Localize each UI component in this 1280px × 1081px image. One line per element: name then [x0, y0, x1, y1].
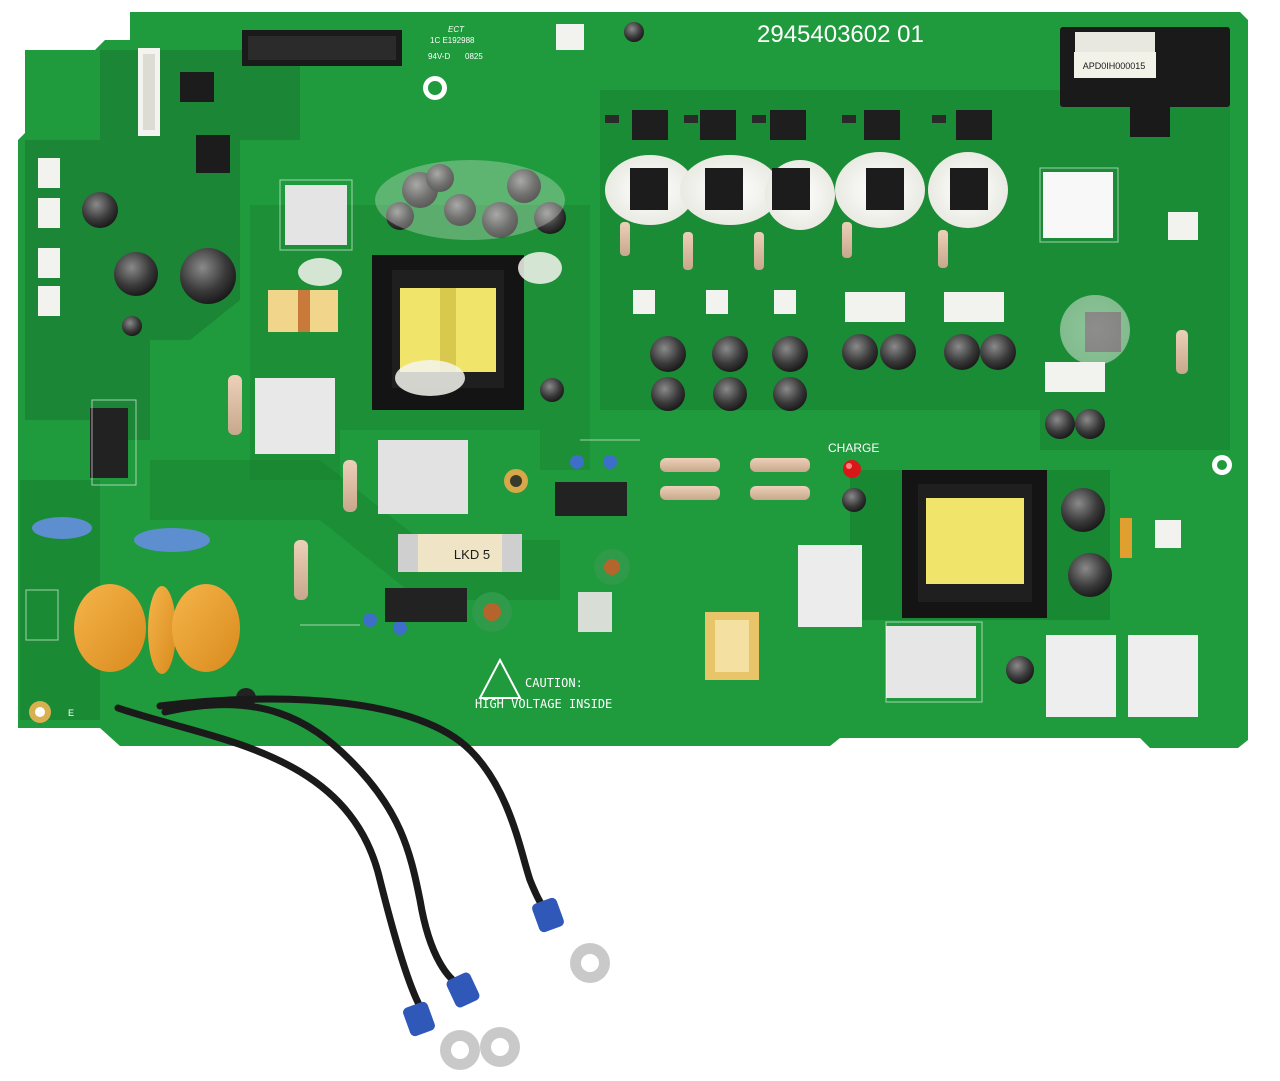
small-transformers [268, 290, 759, 680]
serial-sticker: APD0IH000015 [1083, 61, 1146, 71]
date-code: 0825 [465, 52, 483, 61]
transistor-row [605, 152, 1130, 365]
cert-label: ECT [448, 25, 465, 34]
part-number-silkscreen: 2945403602 01 [757, 21, 924, 48]
ring-terminals [403, 897, 610, 1070]
electrolytic-capacitors [82, 164, 1112, 684]
left-header [138, 48, 160, 136]
relay: APD0IH000015 [1060, 27, 1230, 137]
ribbon-header [242, 30, 402, 66]
inductors [472, 549, 630, 632]
fuse: LKD 5 [398, 534, 522, 572]
transformer-right [902, 470, 1047, 618]
cert-number: 1C E192988 [430, 36, 475, 45]
flammability-rating: 94V-D [428, 52, 450, 61]
caution-text: HIGH VOLTAGE INSIDE [475, 697, 612, 711]
fuse-label: LKD 5 [454, 547, 490, 562]
small-connector [556, 24, 584, 50]
ground-wires [114, 695, 552, 1014]
varistors [74, 584, 240, 674]
adhesive [298, 160, 565, 396]
small-capacitor [624, 22, 644, 42]
resistors [228, 222, 1188, 600]
mounting-holes [29, 76, 1232, 723]
gate-connectors [38, 158, 1198, 632]
driver-ic-row [605, 110, 992, 140]
film-capacitors [90, 408, 1132, 622]
caution-warning: CAUTION: HIGH VOLTAGE INSIDE [475, 657, 612, 711]
blue-capacitors [32, 455, 617, 635]
earth-label: E [68, 708, 74, 718]
caution-heading: CAUTION: [525, 676, 583, 690]
ic-chips-left [180, 72, 230, 173]
charge-led [843, 460, 861, 478]
charge-label: CHARGE [828, 441, 879, 455]
silkscreen-marks [25, 167, 1119, 703]
heatsinks [255, 172, 1198, 717]
